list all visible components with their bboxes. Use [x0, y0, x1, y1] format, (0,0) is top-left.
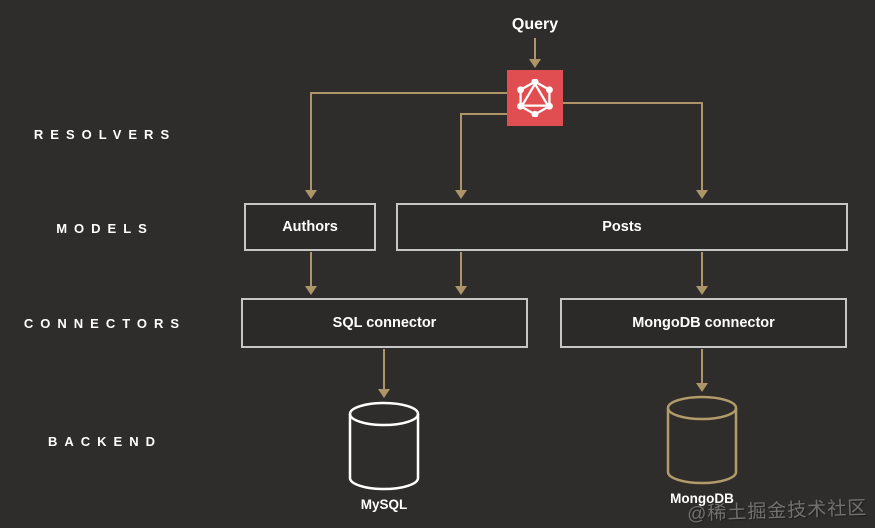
edge-graphql-authors: [310, 92, 507, 191]
mysql-label: MySQL: [360, 497, 408, 512]
arrowhead-mongodb-connector-db: [696, 383, 708, 392]
edge-graphql-posts-left: [460, 113, 507, 191]
edge-graphql-posts-right: [563, 102, 703, 191]
query-label: Query: [511, 16, 559, 33]
layer-label-resolvers: RESOLVERS: [33, 127, 177, 142]
arrowhead-graphql-posts-left: [455, 190, 467, 199]
arrowhead-query-graphql: [529, 59, 541, 68]
arrowhead-graphql-posts-right: [696, 190, 708, 199]
layer-label-backend: BACKEND: [48, 434, 162, 449]
mysql-cylinder-icon: [348, 401, 420, 491]
node-posts: Posts: [396, 203, 848, 251]
arrowhead-graphql-authors: [305, 190, 317, 199]
graphql-logo-icon: [507, 70, 563, 126]
mongodb-cylinder-icon: [666, 395, 738, 485]
node-sql-connector: SQL connector: [241, 298, 528, 348]
layer-label-models: MODELS: [56, 221, 154, 236]
arrowhead-sql-mysql: [378, 389, 390, 398]
node-mongodb-connector: MongoDB connector: [560, 298, 847, 348]
arrowhead-posts-mongodb: [696, 286, 708, 295]
layer-label-connectors: CONNECTORS: [23, 316, 187, 331]
arrowhead-authors-sql: [305, 286, 317, 295]
arrowhead-posts-sql: [455, 286, 467, 295]
node-authors: Authors: [244, 203, 376, 251]
mongodb-label: MongoDB: [670, 491, 734, 506]
